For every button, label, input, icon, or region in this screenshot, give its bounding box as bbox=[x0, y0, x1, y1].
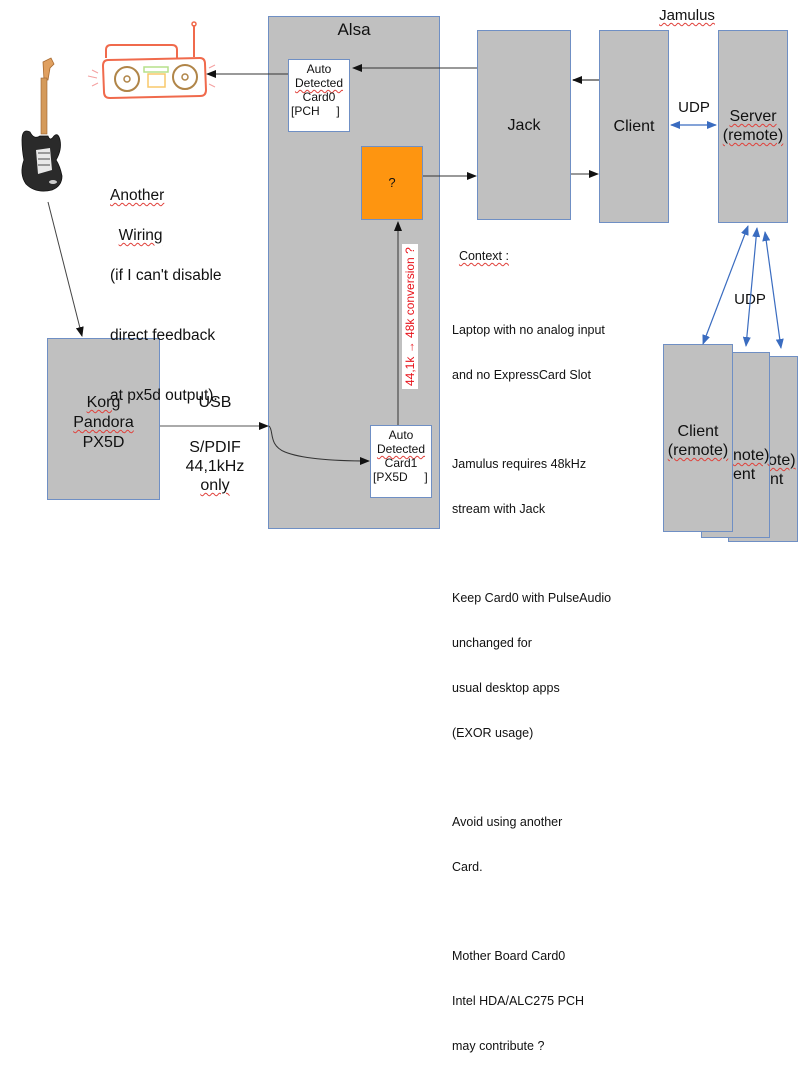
jamulus-title: Jamulus bbox=[659, 7, 715, 24]
boombox-icon bbox=[87, 21, 216, 100]
context-p4-line1: Avoid using another bbox=[452, 815, 563, 829]
korg-line3: PX5D bbox=[82, 434, 125, 451]
jack-label: Jack bbox=[507, 117, 541, 134]
context-p3-line1: Keep Card0 with PulseAudio bbox=[452, 591, 612, 605]
korg-box[interactable] bbox=[47, 338, 160, 500]
card1-line2: Detected bbox=[376, 442, 426, 456]
electric-guitar-icon bbox=[21, 57, 63, 192]
card1-line3: Card1 bbox=[384, 456, 418, 470]
udp-label-top: UDP bbox=[678, 99, 710, 116]
context-p1-line1: Laptop with no analog input bbox=[452, 323, 605, 337]
remote-client-mid-label2: note) bbox=[733, 447, 770, 464]
spdif-line3: only bbox=[200, 477, 230, 494]
jamulus-client-box[interactable] bbox=[599, 30, 669, 223]
remote-client-box-front[interactable] bbox=[663, 344, 733, 532]
context-p2-line1: Jamulus requires 48kHz bbox=[452, 457, 587, 471]
card0-box[interactable]: Auto Detected Card0 [PCH ] bbox=[288, 59, 350, 132]
udp-label-bottom: UDP bbox=[734, 291, 766, 308]
card1-line4: [PX5D ] bbox=[373, 470, 428, 484]
jack-box[interactable] bbox=[477, 30, 571, 220]
another-wiring-note: Another Wiring (if I can't disable direc… bbox=[110, 187, 222, 404]
card0-line4: [PCH ] bbox=[291, 104, 340, 118]
unknown-converter-box[interactable] bbox=[361, 146, 423, 220]
card1-line1: Auto bbox=[388, 428, 414, 442]
server-label-line1: Server bbox=[729, 108, 777, 125]
korg-line1: Korg bbox=[86, 394, 121, 411]
card1-box[interactable]: Auto Detected Card1 [PX5D ] bbox=[370, 425, 432, 498]
context-p3-line2: unchanged for bbox=[452, 636, 532, 650]
arrow-udp-server-remote1 bbox=[702, 225, 749, 345]
usb-label: USB bbox=[198, 394, 232, 411]
remote-client-back-label: nt bbox=[770, 471, 784, 488]
arrow-guitar-to-korg bbox=[47, 201, 84, 337]
context-heading: Context : bbox=[458, 249, 509, 263]
remote-client-front-line1: Client bbox=[677, 423, 719, 440]
unknown-converter-label: ? bbox=[388, 175, 396, 190]
card0-line3: Card0 bbox=[302, 90, 336, 104]
card0-line2: Detected bbox=[294, 76, 344, 90]
spdif-line2: 44,1kHz bbox=[185, 458, 245, 475]
alsa-title: Alsa bbox=[337, 20, 371, 39]
context-p5-line2: Intel HDA/ALC275 PCH bbox=[452, 994, 585, 1008]
context-notes: Context : Laptop with no analog input an… bbox=[452, 234, 611, 1069]
context-p3-line3: usual desktop apps bbox=[452, 681, 560, 695]
server-label-line2: (remote) bbox=[722, 127, 784, 144]
context-p3-line4: (EXOR usage) bbox=[452, 726, 534, 740]
context-p5-line1: Mother Board Card0 bbox=[452, 949, 566, 963]
arrow-udp-server-remote2 bbox=[742, 227, 761, 347]
korg-line2: Pandora bbox=[73, 414, 134, 431]
context-p5-line3: may contribute ? bbox=[452, 1039, 545, 1053]
context-p1-line2: and no ExpressCard Slot bbox=[452, 368, 591, 382]
context-p2-line2: stream with Jack bbox=[452, 502, 546, 516]
remote-client-back-label2: ote) bbox=[768, 452, 796, 469]
remote-client-mid-label: ent bbox=[733, 466, 756, 483]
spdif-line1: S/PDIF bbox=[189, 439, 241, 456]
jamulus-client-label: Client bbox=[613, 118, 655, 135]
server-box[interactable] bbox=[718, 30, 788, 223]
card0-line1: Auto bbox=[306, 62, 332, 76]
remote-client-front-line2: (remote) bbox=[667, 442, 729, 459]
conversion-label: 44,1k → 48k conversion ? bbox=[402, 244, 418, 389]
context-p4-line2: Card. bbox=[452, 860, 483, 874]
